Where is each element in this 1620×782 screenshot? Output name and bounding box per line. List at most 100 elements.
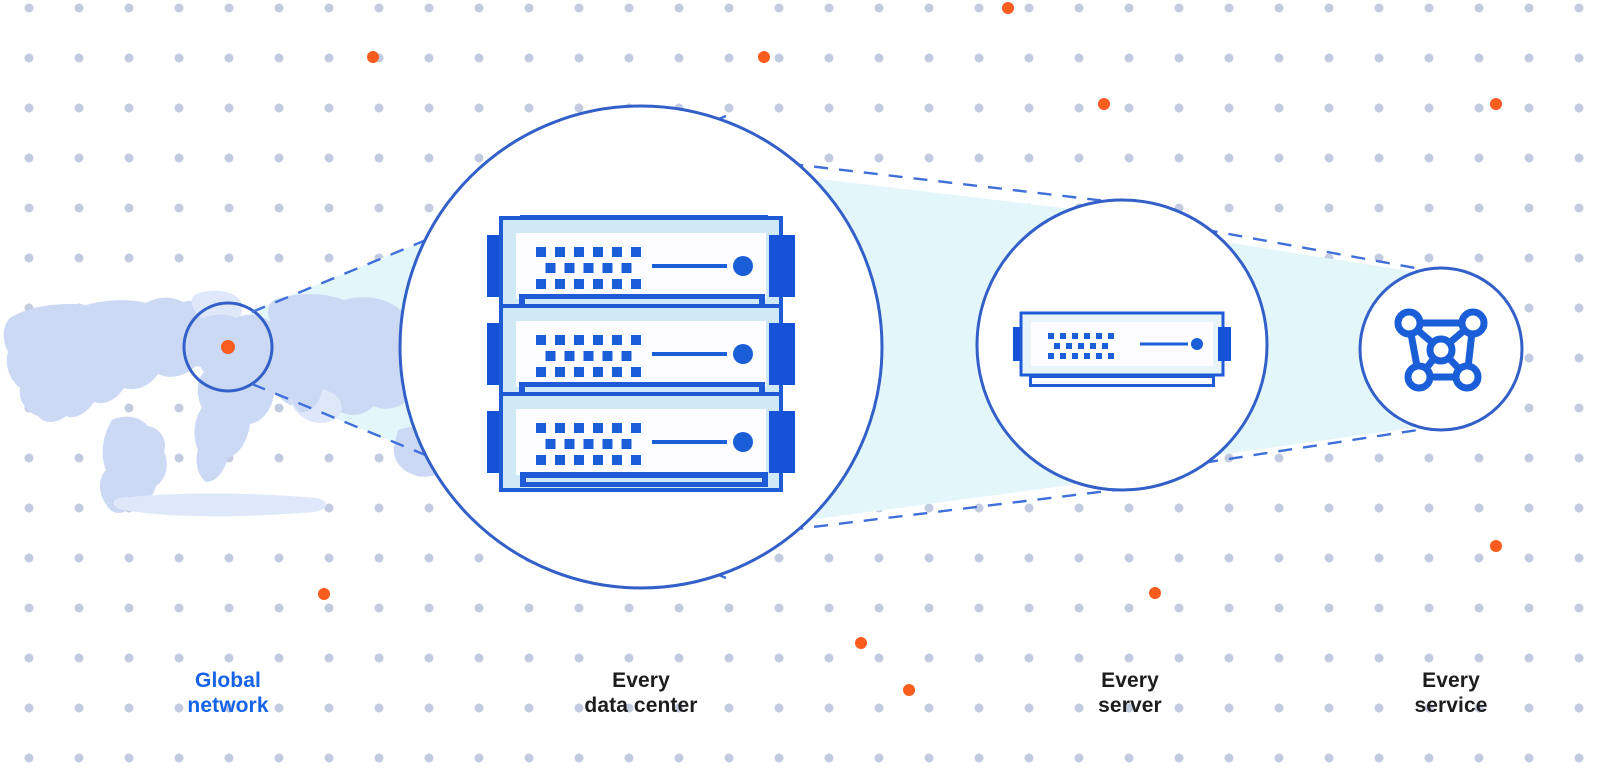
grid-dot	[374, 503, 384, 513]
grid-dot	[824, 653, 834, 663]
grid-dot	[74, 53, 84, 63]
grid-dot	[1074, 603, 1084, 613]
grid-dot	[1524, 103, 1534, 113]
grid-dot	[1124, 53, 1134, 63]
grid-dot	[774, 3, 784, 13]
grid-dot	[774, 753, 784, 763]
led-dot	[583, 263, 594, 273]
led-dot	[574, 335, 584, 345]
grid-dot	[374, 203, 384, 213]
led-dot	[1072, 333, 1078, 339]
grid-dot	[1124, 753, 1134, 763]
led-dot	[631, 335, 641, 345]
grid-dot	[424, 53, 434, 63]
grid-dot	[124, 153, 134, 163]
led-dot	[564, 351, 575, 361]
grid-dot	[74, 103, 84, 113]
grid-dot	[1424, 703, 1434, 713]
grid-dot	[1324, 703, 1334, 713]
grid-dot	[174, 3, 184, 13]
grid-dot	[1274, 603, 1284, 613]
grid-dot	[1074, 503, 1084, 513]
grid-dot	[1124, 3, 1134, 13]
led-dot	[593, 335, 603, 345]
grid-dot	[824, 703, 834, 713]
accent-dot	[318, 588, 330, 600]
grid-dot	[274, 3, 284, 13]
grid-dot	[1474, 3, 1484, 13]
grid-dot	[524, 703, 534, 713]
grid-dot	[124, 53, 134, 63]
grid-dot	[324, 503, 334, 513]
grid-dot	[1124, 153, 1134, 163]
grid-dot	[1124, 603, 1134, 613]
grid-dot	[1574, 453, 1584, 463]
led-dot	[555, 455, 565, 465]
grid-dot	[474, 703, 484, 713]
grid-dot	[124, 403, 134, 413]
grid-dot	[1324, 53, 1334, 63]
led-dot	[621, 439, 632, 449]
grid-dot	[474, 653, 484, 663]
grid-dot	[24, 453, 34, 463]
grid-dot	[824, 753, 834, 763]
grid-dot	[1524, 403, 1534, 413]
grid-dot	[1574, 153, 1584, 163]
grid-dot	[1574, 103, 1584, 113]
grid-dot	[624, 53, 634, 63]
grid-dot	[1574, 403, 1584, 413]
grid-dot	[1424, 53, 1434, 63]
grid-dot	[1224, 603, 1234, 613]
led-dot	[612, 455, 622, 465]
grid-dot	[174, 253, 184, 263]
led-dot	[574, 247, 584, 257]
grid-dot	[1424, 3, 1434, 13]
grid-dot	[1574, 353, 1584, 363]
grid-dot	[1374, 703, 1384, 713]
grid-dot	[974, 103, 984, 113]
grid-dot	[424, 103, 434, 113]
led-dot	[612, 279, 622, 289]
grid-dot	[1124, 653, 1134, 663]
grid-dot	[824, 603, 834, 613]
grid-dot	[624, 603, 634, 613]
grid-dot	[1424, 203, 1434, 213]
grid-dot	[1174, 3, 1184, 13]
grid-dot	[524, 53, 534, 63]
grid-dot	[1574, 3, 1584, 13]
led-dot	[536, 247, 546, 257]
grid-dot	[524, 653, 534, 663]
grid-dot	[974, 553, 984, 563]
grid-dot	[1224, 203, 1234, 213]
grid-dot	[1174, 103, 1184, 113]
grid-dot	[1374, 453, 1384, 463]
grid-dot	[1274, 703, 1284, 713]
grid-dot	[1174, 503, 1184, 513]
led-dot	[1084, 353, 1090, 359]
grid-dot	[1574, 303, 1584, 313]
led-dot	[1048, 333, 1054, 339]
grid-dot	[24, 53, 34, 63]
grid-dot	[1224, 103, 1234, 113]
led-dot	[574, 279, 584, 289]
grid-dot	[324, 453, 334, 463]
led-dot	[602, 263, 613, 273]
grid-dot	[1474, 253, 1484, 263]
grid-dot	[1024, 503, 1034, 513]
led-dot	[593, 423, 603, 433]
grid-dot	[1524, 603, 1534, 613]
grid-dot	[1274, 453, 1284, 463]
grid-dot	[1374, 553, 1384, 563]
accent-dot	[222, 341, 234, 353]
grid-dot	[924, 553, 934, 563]
grid-dot	[174, 53, 184, 63]
network-graph-icon	[1394, 308, 1488, 392]
grid-dot	[24, 203, 34, 213]
grid-dot	[1574, 703, 1584, 713]
grid-dot	[1024, 153, 1034, 163]
grid-dot	[124, 603, 134, 613]
grid-dot	[1574, 203, 1584, 213]
grid-dot	[1574, 503, 1584, 513]
grid-dot	[374, 103, 384, 113]
